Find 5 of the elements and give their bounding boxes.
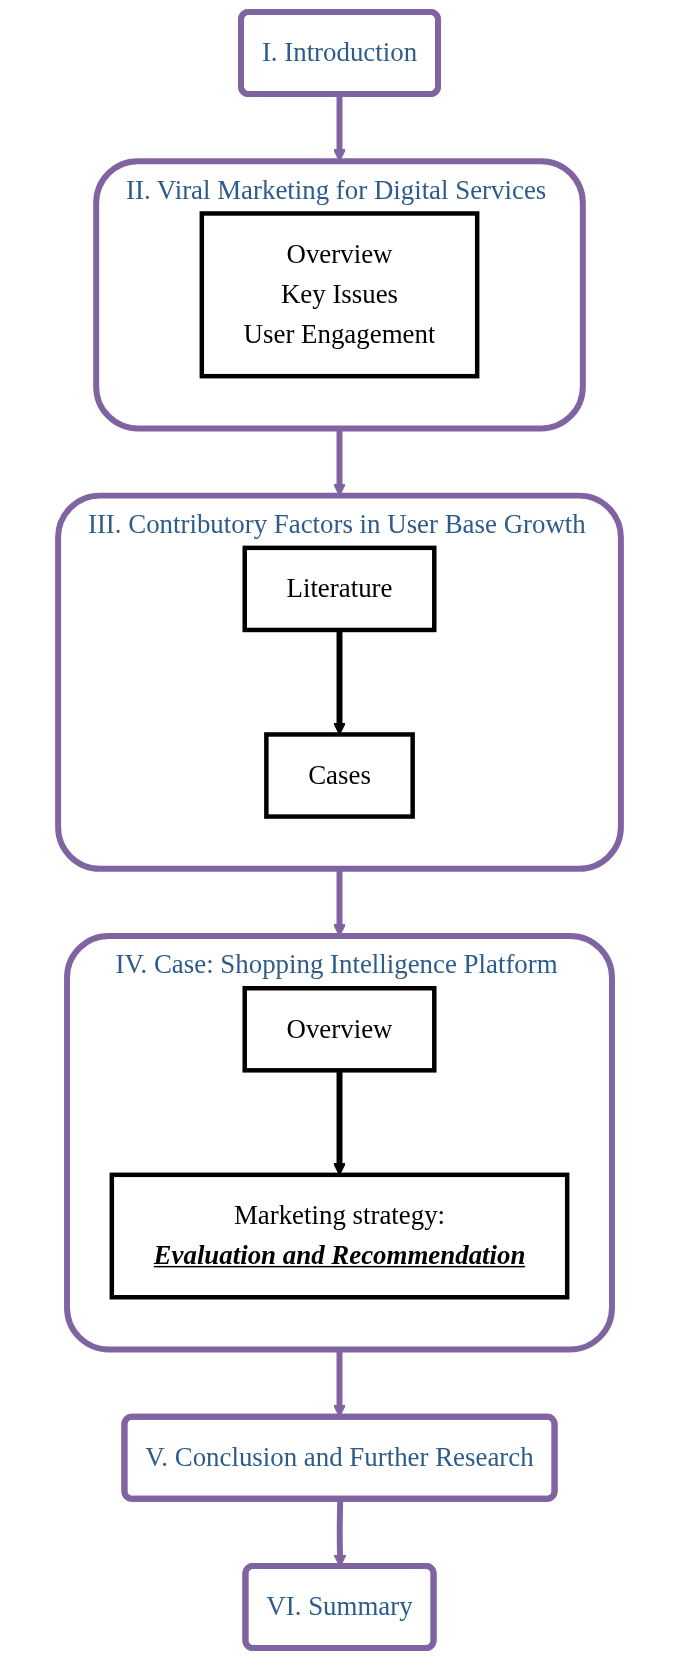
node-box: Cases — [264, 732, 415, 819]
node-box: Overview Key Issues User Engagement — [199, 211, 480, 379]
node-box: Marketing strategy: Evaluation and Recommendation — [109, 1172, 570, 1300]
node-box: Overview — [242, 986, 437, 1073]
node-box: Literature — [242, 545, 437, 633]
